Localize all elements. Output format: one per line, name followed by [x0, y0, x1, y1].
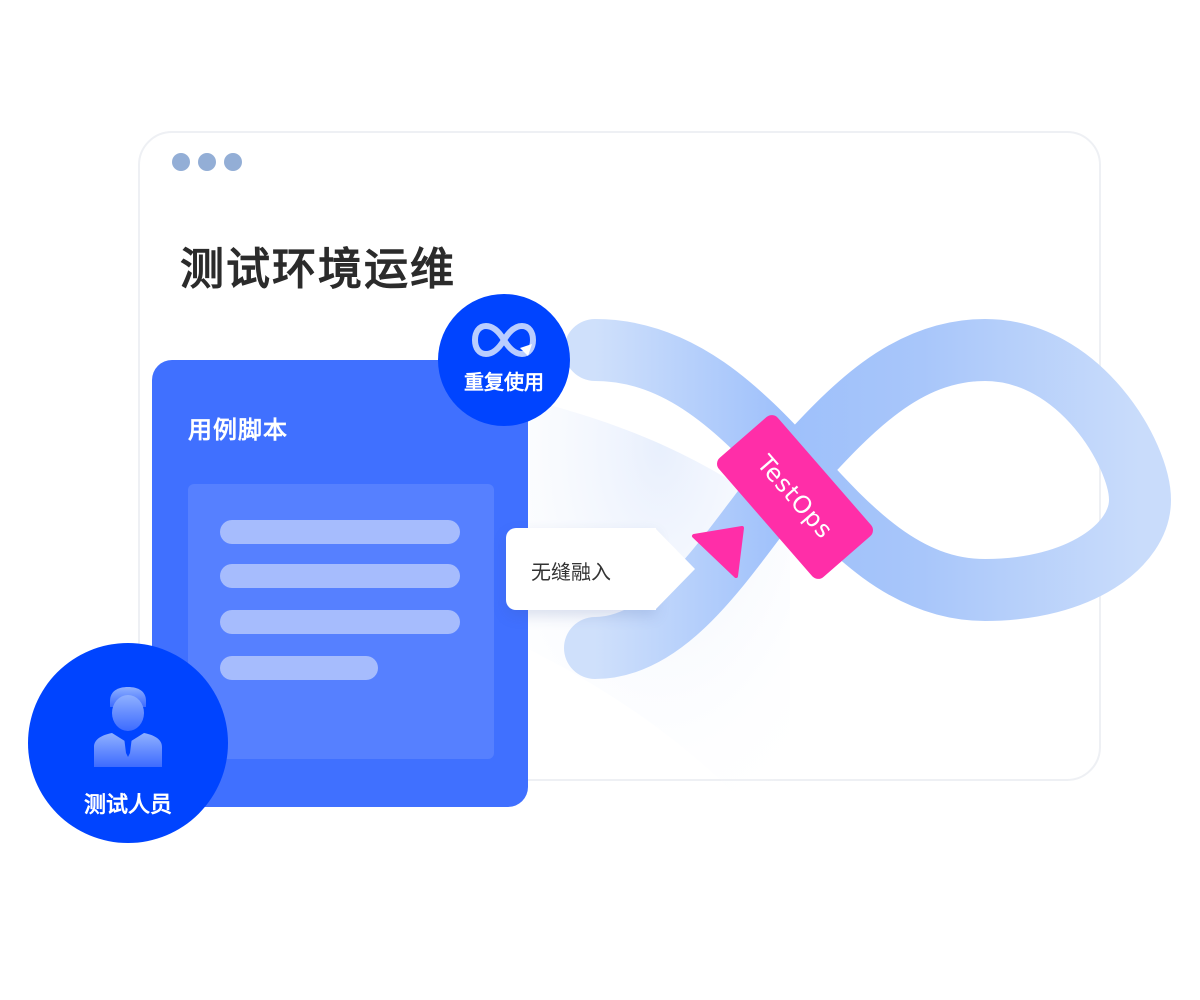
window-dot-icon[interactable] — [198, 153, 216, 171]
integrate-label: 无缝融入 — [531, 560, 611, 584]
script-content-area — [188, 484, 494, 759]
tester-badge: 测试人员 — [28, 643, 228, 843]
script-card: 用例脚本 — [152, 360, 528, 807]
window-dot-icon[interactable] — [172, 153, 190, 171]
integrate-tag: 无缝融入 — [506, 528, 656, 610]
reuse-label: 重复使用 — [464, 370, 544, 394]
pink-triangle-icon — [692, 526, 744, 578]
page-title: 测试环境运维 — [180, 244, 456, 295]
script-line — [220, 564, 460, 588]
integrate-tag-arrow — [655, 528, 695, 610]
tester-label: 测试人员 — [83, 793, 172, 818]
script-line — [220, 656, 378, 680]
script-line — [220, 520, 460, 544]
infinity-loop-icon — [471, 322, 537, 358]
reuse-badge: 重复使用 — [438, 294, 570, 426]
window-dot-icon[interactable] — [224, 153, 242, 171]
window-controls — [172, 153, 242, 171]
card-title: 用例脚本 — [188, 416, 288, 444]
script-line — [220, 610, 460, 634]
person-icon — [94, 687, 162, 767]
